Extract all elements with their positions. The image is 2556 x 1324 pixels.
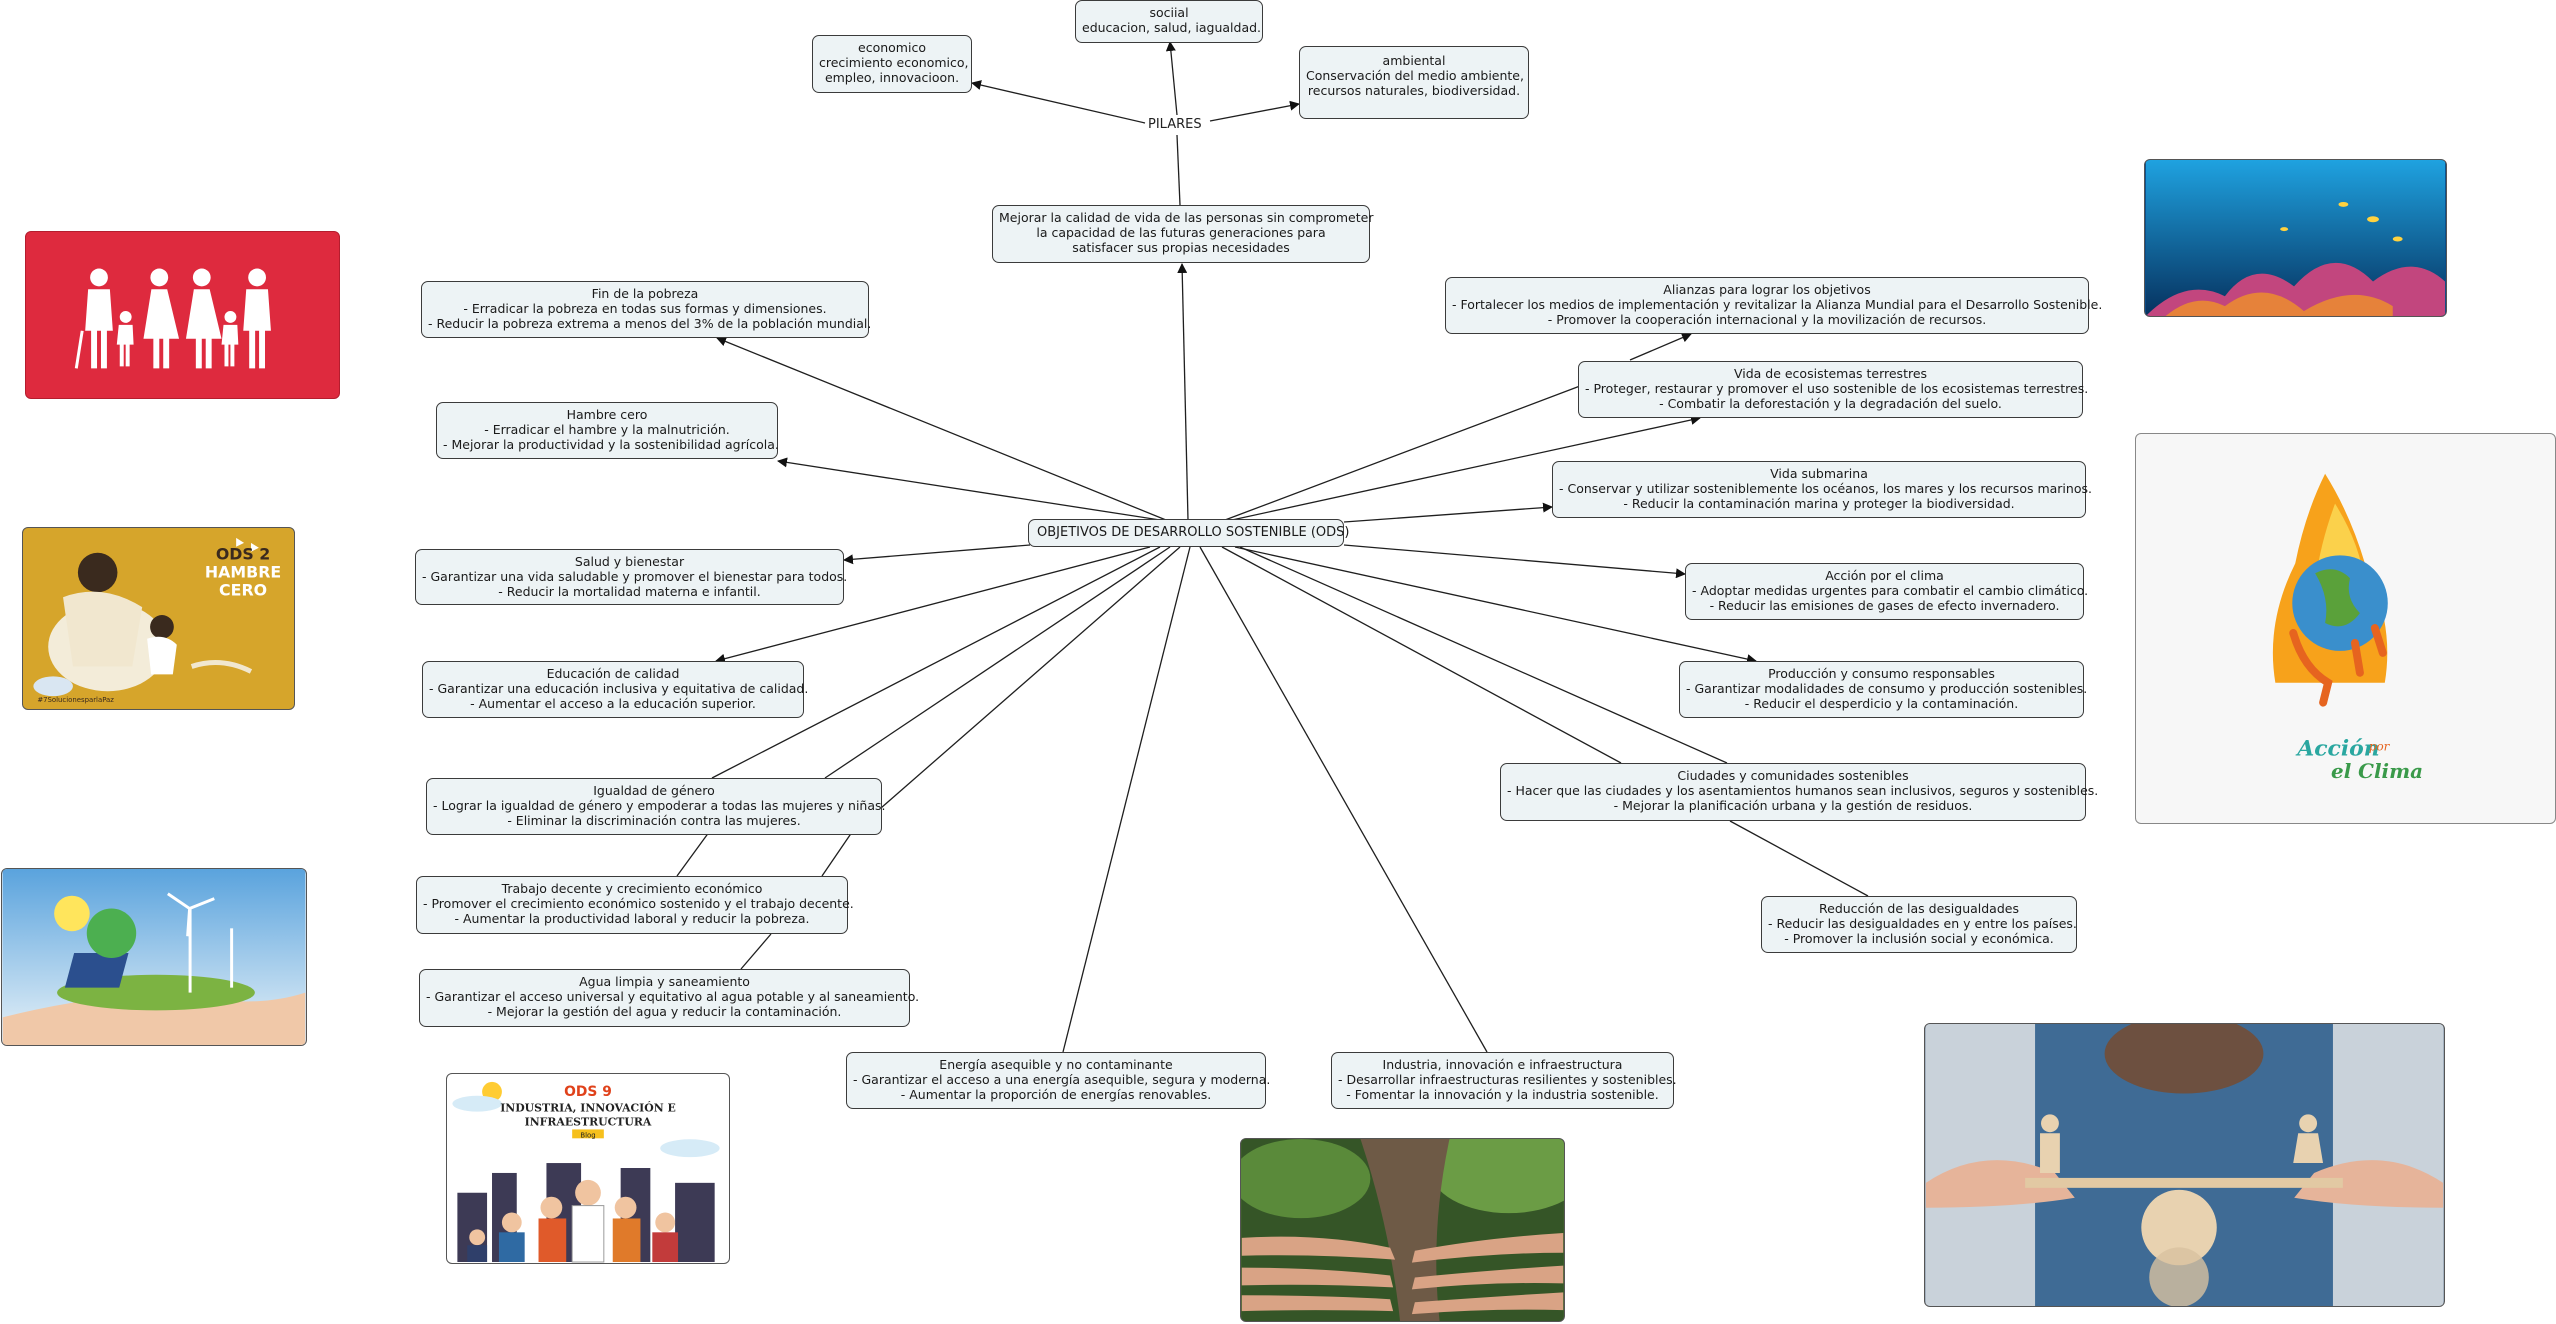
goal-clima[interactable]: Acción por el clima - Adoptar medidas ur… [1685,563,2088,620]
climate-title-3: el Clima [2331,759,2423,783]
climate-title-2: por [2369,739,2391,753]
pillar-social[interactable]: sociial educacion, salud, iagualdad. [1075,0,1263,43]
link-center-ecosistemas [1231,415,1701,521]
goal-energia[interactable]: Energía asequible y no contaminante - Ga… [846,1052,1270,1109]
link-center-produccion [1234,546,1757,664]
link-center-hambre [777,457,1161,521]
renewable-energy-image [1,868,307,1046]
link-center-definition [1177,263,1189,521]
ods9-title: ODS 9 [564,1084,612,1100]
goal-salud[interactable]: Salud y bienestar - Garantizar una vida … [415,549,847,605]
ods2-title-2: HAMBRE [205,562,281,581]
link-center-salud [843,544,1031,565]
goal-ciudades[interactable]: Ciudades y comunidades sostenibles - Hac… [1500,763,2098,821]
ods2-title: ODS 2 [216,545,270,564]
pillar-ambiental[interactable]: ambiental Conservación del medio ambient… [1299,46,1529,119]
ods2-hashtag: #7SolucionesparlaPaz [37,696,114,704]
link-pilares-social [1165,41,1178,116]
sdg1-family-image [25,231,340,399]
ods9-industria-image: ODS 9 INDUSTRIA, INNOVACIÓN E INFRAESTRU… [446,1073,730,1264]
pillars-label[interactable]: PILARES [1146,117,1204,132]
equality-balance-image [1924,1023,2445,1307]
goal-igualdad-genero[interactable]: Igualdad de género - Lograr la igualdad … [426,778,886,835]
goal-educacion[interactable]: Educación de calidad - Garantizar una ed… [422,661,808,718]
goal-ecosistemas[interactable]: Vida de ecosistemas terrestres - Protege… [1578,361,2088,418]
goal-fin-pobreza[interactable]: Fin de la pobreza - Erradicar la pobreza… [421,281,871,338]
link-center-fin-pobreza [716,336,1167,521]
goal-alianzas[interactable]: Alianzas para lograr los objetivos - For… [1445,277,2102,334]
link-center-energia [1062,546,1191,1053]
goal-submarina[interactable]: Vida submarina - Conservar y utilizar so… [1552,461,2092,518]
ods9-title-2: INDUSTRIA, INNOVACIÓN E [500,1101,676,1115]
link-definition-pilares [1176,134,1181,206]
person-icon [2299,1114,2318,1133]
link-center-submarina [1343,502,1553,523]
ods9-tag: Blog [580,1131,595,1139]
person-icon [2041,1114,2059,1133]
link-pilares-economico [971,80,1146,124]
definition-node[interactable]: Mejorar la calidad de vida de las person… [992,205,1373,263]
family-icon [74,268,271,369]
goal-produccion[interactable]: Producción y consumo responsables - Gara… [1679,661,2087,718]
link-center-alianzas [1224,385,1581,521]
link-center-clima [1343,544,1686,579]
link-center-genero [711,546,1161,779]
goal-agua[interactable]: Agua limpia y saneamiento - Garantizar e… [419,969,919,1027]
center-node[interactable]: OBJETIVOS DE DESARROLLO SOSTENIBLE (ODS) [1028,519,1350,547]
link-center-industria [1199,546,1488,1053]
link-center-trabajo-c [821,834,851,877]
climate-title: Acción [2295,735,2379,761]
goal-desigualdades[interactable]: Reducción de las desigualdades - Reducir… [1761,896,2077,953]
ods2-title-3: CERO [219,580,267,599]
coral-reef-image [2144,159,2447,317]
goal-industria[interactable]: Industria, innovación e infraestructura … [1331,1052,1677,1109]
goal-hambre-cero[interactable]: Hambre cero - Erradicar el hambre y la m… [436,402,779,459]
sun-icon [54,895,90,932]
hands-together-image [1240,1138,1565,1322]
ods9-title-3: INFRAESTRUCTURA [525,1115,652,1128]
link-center-ciudades-b [1239,546,1728,764]
link-center-trabajo-b [849,546,1181,836]
link-pilares-ambiental [1209,100,1300,122]
ods2-hambre-cero-image: ODS 2 HAMBRE CERO #7SolucionesparlaPaz [22,527,295,710]
link-center-genero-b [824,546,1171,779]
link-ciudades-desigualdades [1729,820,1869,897]
link-center-trabajo [676,827,713,877]
goal-trabajo[interactable]: Trabajo decente y crecimiento económico … [416,876,854,934]
link-center-alianzas-b [1629,332,1692,361]
climate-action-image: Acción por el Clima [2135,433,2556,824]
link-center-educacion [715,546,1151,664]
pillar-economico[interactable]: economico crecimiento economico, empleo,… [812,35,972,93]
link-center-ciudades [1221,546,1622,764]
link-center-agua [740,933,772,970]
